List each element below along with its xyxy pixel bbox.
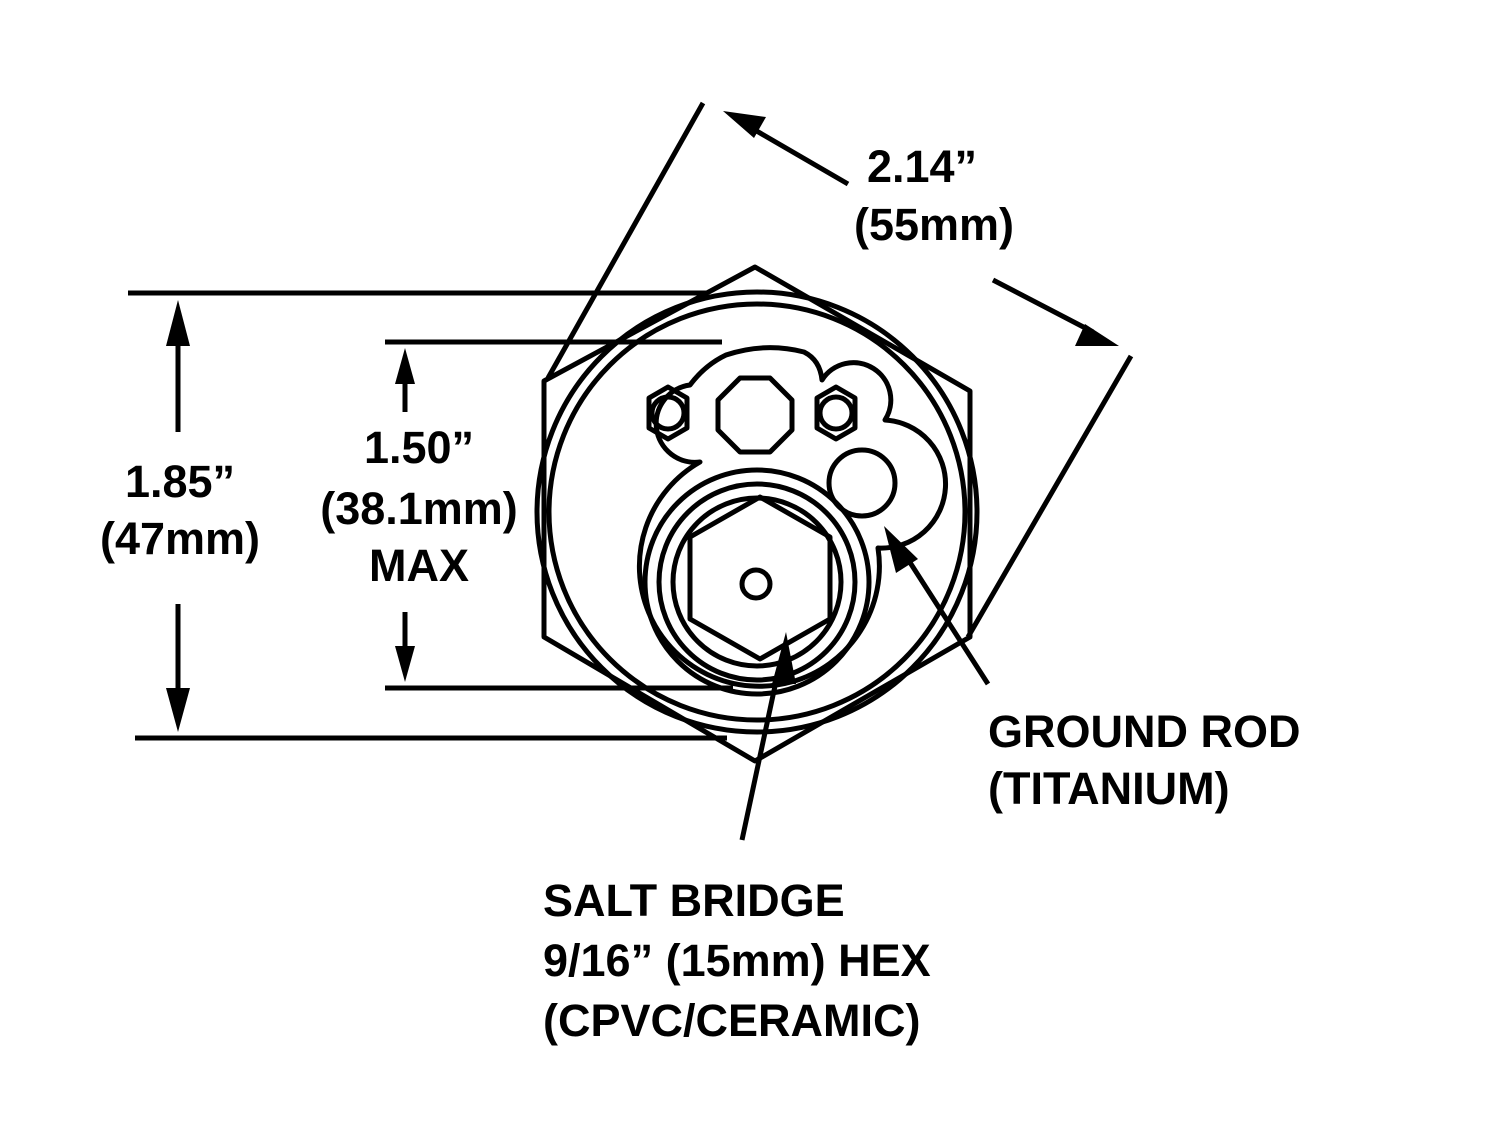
- across-flats-metric: (47mm): [100, 513, 260, 564]
- salt-bridge-ring-3: [670, 495, 844, 669]
- arrowhead-up: [166, 300, 190, 346]
- salt-bridge-label: SALT BRIDGE: [543, 875, 845, 926]
- ground-rod-callout: GROUND ROD (TITANIUM): [884, 526, 1301, 814]
- hex-body-outline: [541, 264, 973, 764]
- ground-rod: [826, 447, 898, 519]
- extension-line-left: [545, 101, 706, 380]
- salt-bridge-callout: SALT BRIDGE 9/16” (15mm) HEX (CPVC/CERAM…: [543, 632, 931, 1046]
- dimension-across-flats: 1.85” (47mm): [100, 290, 727, 741]
- arrowhead-up: [395, 348, 415, 384]
- outer-ring: [534, 289, 980, 735]
- electrode-face-outline: [636, 345, 949, 689]
- arrowhead-upper: [723, 111, 766, 138]
- dimension-line-lower: [991, 277, 1095, 335]
- salt-bridge-center: [739, 567, 773, 601]
- arrowhead-down: [395, 646, 415, 682]
- salt-bridge-ring-2: [656, 481, 858, 683]
- across-corners-metric: (55mm): [854, 199, 1014, 250]
- leader-arrowhead: [772, 632, 796, 684]
- salt-bridge-size: 9/16” (15mm) HEX: [543, 935, 931, 986]
- across-flats-value: 1.85”: [125, 456, 235, 507]
- left-electrode-pin: [649, 394, 687, 432]
- dimension-across-corners: 2.14” (55mm): [545, 101, 1134, 639]
- salt-bridge-ring-1: [642, 467, 872, 697]
- leader-line: [899, 548, 991, 686]
- salt-bridge-material: (CPVC/CERAMIC): [543, 995, 921, 1046]
- dimension-max-diameter: 1.50” (38.1mm) MAX: [320, 339, 733, 691]
- ground-rod-material: (TITANIUM): [988, 763, 1230, 814]
- arrowhead-down: [166, 688, 190, 732]
- max-diameter-metric: (38.1mm): [320, 483, 518, 534]
- arrowhead-lower: [1075, 324, 1119, 346]
- inner-ring: [546, 301, 968, 723]
- center-electrode: [715, 375, 795, 455]
- left-electrode-nut: [646, 384, 690, 442]
- across-corners-value: 2.14”: [867, 141, 977, 192]
- salt-bridge-hex: [687, 494, 833, 662]
- right-electrode-nut: [814, 384, 858, 442]
- right-electrode-pin: [817, 394, 855, 432]
- extension-line-right: [965, 354, 1134, 639]
- leader-arrowhead: [884, 526, 918, 573]
- max-diameter-note: MAX: [369, 540, 469, 591]
- leader-line: [739, 671, 781, 841]
- sensor-body: [534, 264, 980, 764]
- ground-rod-label: GROUND ROD: [988, 706, 1301, 757]
- max-diameter-value: 1.50”: [364, 422, 474, 473]
- dimension-line-upper: [746, 123, 850, 187]
